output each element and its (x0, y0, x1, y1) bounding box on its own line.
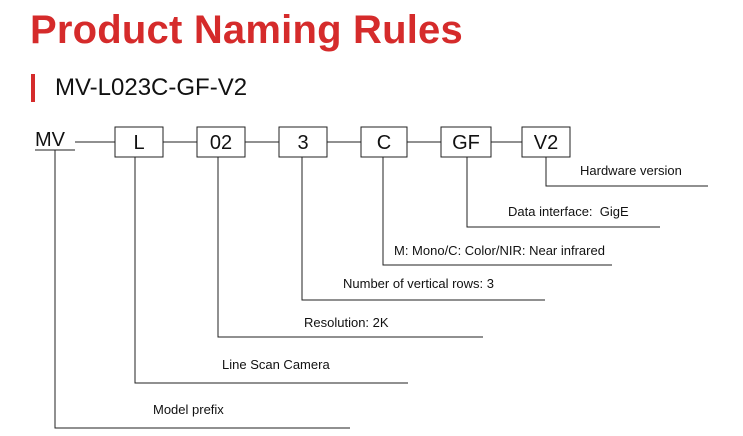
leader-line-color (382, 157, 612, 266)
description-rows: Number of vertical rows: 3 (343, 276, 494, 291)
segment-code-camera-type: L (133, 132, 144, 154)
leader-line-version (545, 157, 708, 187)
segment-code-interface: GF (452, 132, 480, 154)
segment-code-version: V2 (534, 132, 558, 154)
segment-box-color (360, 126, 408, 158)
model-code-subtitle: MV-L023C-GF-V2 (55, 74, 248, 101)
prefix-label: MV (35, 129, 66, 151)
description-prefix: Model prefix (153, 402, 224, 417)
description-version: Hardware version (580, 163, 682, 178)
segment-box-interface (440, 126, 492, 158)
segment-box-version (521, 126, 571, 158)
description-resolution: Resolution: 2K (304, 315, 389, 330)
segment-code-color: C (377, 132, 391, 154)
page-title: Product Naming Rules (30, 8, 463, 52)
segment-box-resolution (196, 126, 246, 158)
leader-line-camera-type (134, 157, 408, 384)
description-interface: Data interface: GigE (508, 204, 629, 219)
segment-code-resolution: 02 (210, 132, 232, 154)
segment-box-camera-type (114, 126, 164, 158)
subtitle-accent-bar (31, 74, 35, 102)
segment-box-rows (278, 126, 328, 158)
description-color: M: Mono/C: Color/NIR: Near infrared (394, 243, 605, 258)
leader-line-prefix (54, 150, 350, 429)
leader-line-rows (301, 157, 545, 301)
description-camera-type: Line Scan Camera (222, 357, 330, 372)
leader-line-resolution (217, 157, 483, 338)
leader-line-interface (466, 157, 660, 228)
segment-code-rows: 3 (297, 132, 308, 154)
